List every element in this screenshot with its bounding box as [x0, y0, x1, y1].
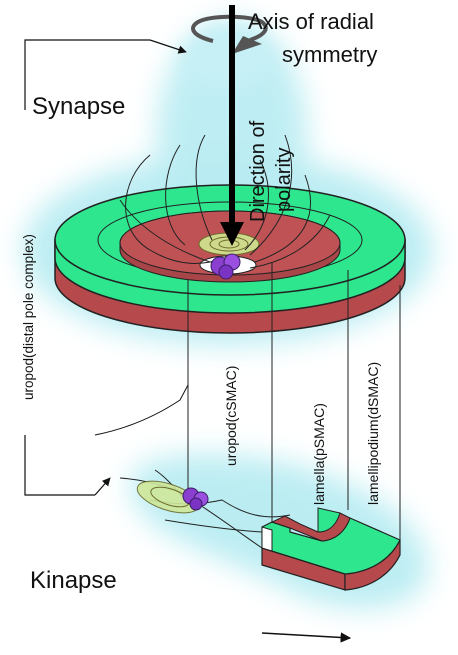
lamellipodium-dsmac-label: lamellipodium(dSMAC) [365, 362, 381, 505]
uropod-distal-label: uropod(distal pole complex) [21, 234, 36, 400]
uropod-csmac-label: uropod(cSMAC) [223, 366, 239, 466]
kinapse-label: Kinapse [30, 567, 117, 594]
axis-arrow [220, 5, 244, 246]
lamella-psmac-label: lamella(pSMAC) [311, 403, 327, 505]
uropod-connector [94, 384, 189, 436]
projection-lines [187, 262, 401, 555]
distal-pole-bracket [24, 39, 187, 496]
membrane-curves-synapse [119, 134, 331, 269]
movement-arrow [261, 632, 352, 643]
direction-label-line1: Direction of [247, 120, 269, 222]
axis-label-line2: symmetry [282, 42, 377, 67]
kinapse-block [261, 507, 401, 591]
axis-label-line1: Axis of radial [248, 9, 374, 34]
synapse-label: Synapse [32, 93, 125, 120]
purple-blob-synapse [210, 253, 241, 280]
direction-label-line2: polarity [273, 148, 295, 212]
purple-blob-kinapse [182, 487, 209, 511]
